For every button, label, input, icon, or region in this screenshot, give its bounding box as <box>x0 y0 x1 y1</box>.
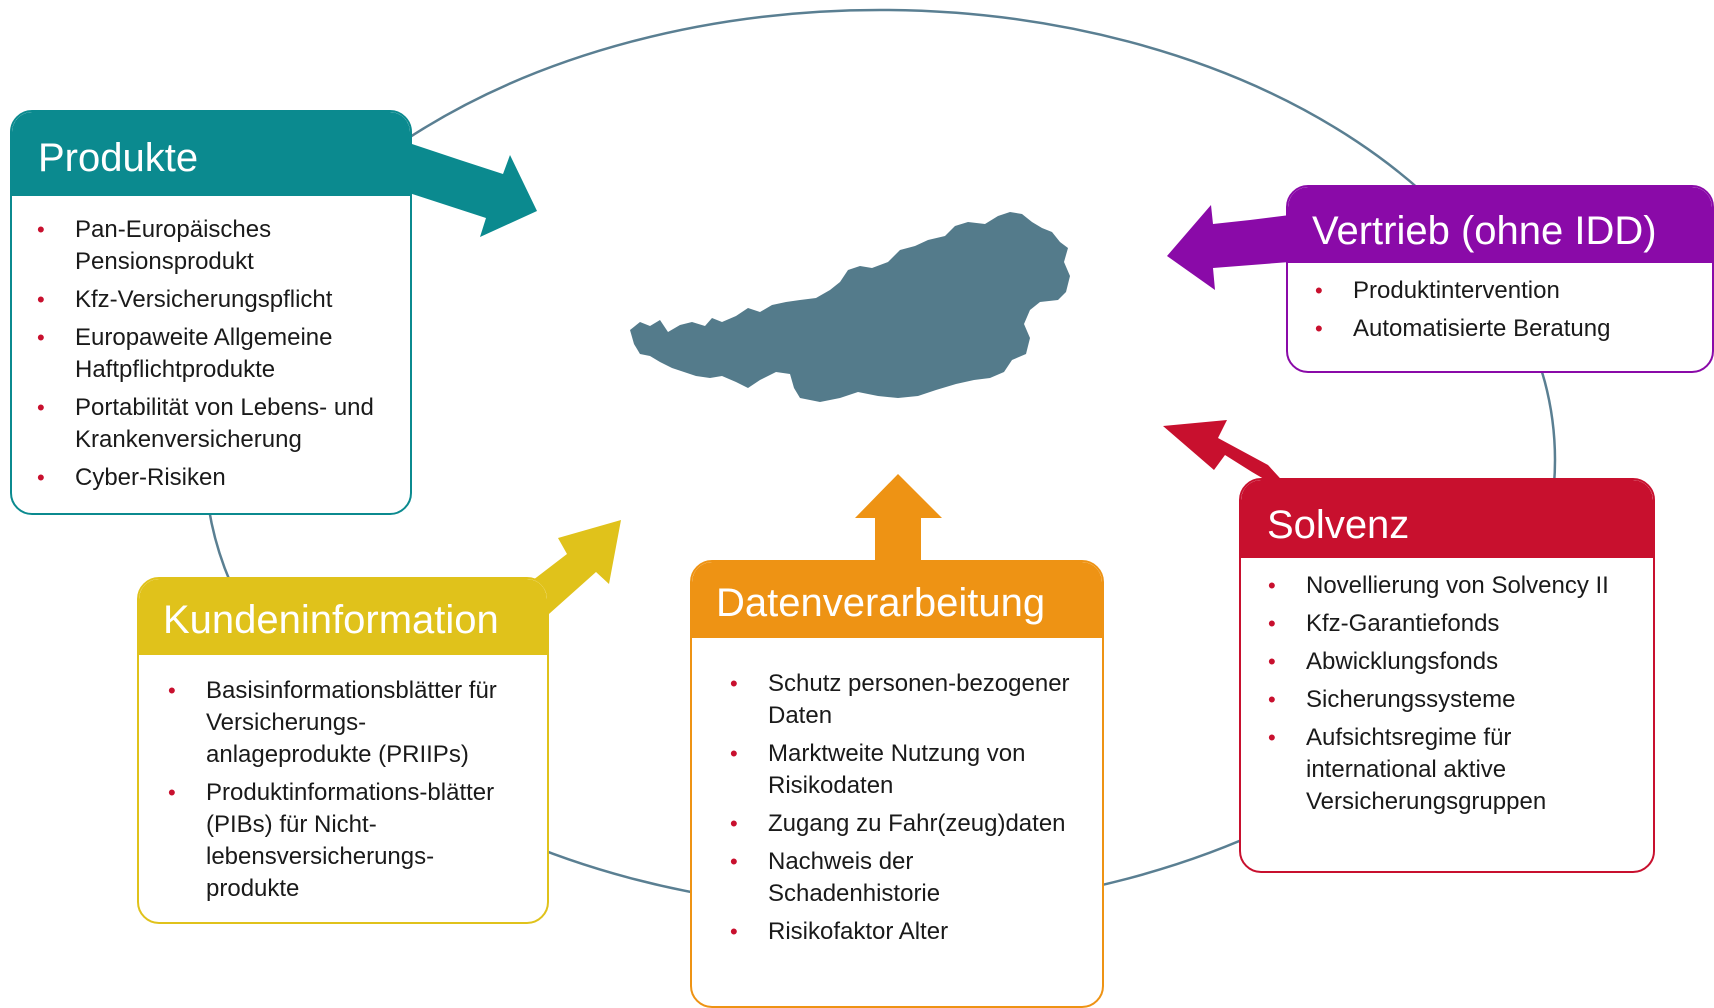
list-item: Aufsichtsregime für international aktive… <box>1268 722 1633 818</box>
solvenz-box: Solvenz Novellierung von Solvency II Kfz… <box>1239 478 1655 873</box>
solvenz-list: Novellierung von Solvency II Kfz-Garanti… <box>1241 558 1653 818</box>
list-item: Risikofaktor Alter <box>730 916 1082 948</box>
list-item: Kfz-Versicherungspflicht <box>37 284 396 316</box>
list-item: Produktintervention <box>1315 275 1702 307</box>
vertrieb-arrow <box>1167 205 1290 290</box>
list-item: Abwicklungsfonds <box>1268 646 1633 678</box>
kundeninformation-list: Basisinformationsblätter für Versicherun… <box>139 655 547 905</box>
list-item: Cyber-Risiken <box>37 462 396 494</box>
kundeninformation-title: Kundeninformation <box>139 579 547 655</box>
list-item: Marktweite Nutzung von Risikodaten <box>730 738 1082 802</box>
datenverarbeitung-title: Datenverarbeitung <box>692 562 1102 638</box>
list-item: Novellierung von Solvency II <box>1268 570 1633 602</box>
produkte-box: Produkte Pan-Europäisches Pensionsproduk… <box>10 110 412 515</box>
produkte-list: Pan-Europäisches Pensionsprodukt Kfz-Ver… <box>12 196 410 494</box>
datenverarbeitung-list: Schutz personen-bezogener Daten Marktwei… <box>692 638 1102 948</box>
vertrieb-box: Vertrieb (ohne IDD) Produktintervention … <box>1286 185 1714 373</box>
produkte-title: Produkte <box>12 112 410 196</box>
list-item: Zugang zu Fahr(zeug)daten <box>730 808 1082 840</box>
vertrieb-title: Vertrieb (ohne IDD) <box>1288 187 1712 263</box>
list-item: Schutz personen-bezogener Daten <box>730 668 1082 732</box>
list-item: Portabilität von Lebens- und Krankenvers… <box>37 392 396 456</box>
list-item: Sicherungssysteme <box>1268 684 1633 716</box>
list-item: Nachweis der Schadenhistorie <box>730 846 1082 910</box>
vertrieb-list: Produktintervention Automatisierte Berat… <box>1288 263 1712 345</box>
list-item: Kfz-Garantiefonds <box>1268 608 1633 640</box>
list-item: Europaweite Allgemeine Haftpflichtproduk… <box>37 322 396 386</box>
list-item: Basisinformationsblätter für Versicherun… <box>168 675 527 771</box>
datenverarbeitung-arrow <box>855 474 942 562</box>
austria-map-icon <box>630 212 1070 402</box>
list-item: Pan-Europäisches Pensionsprodukt <box>37 214 396 278</box>
kundeninformation-box: Kundeninformation Basisinformationsblätt… <box>137 577 549 924</box>
list-item: Produktinformations-blätter (PIBs) für N… <box>168 777 527 905</box>
solvenz-title: Solvenz <box>1241 480 1653 558</box>
list-item: Automatisierte Beratung <box>1315 313 1702 345</box>
produkte-arrow <box>400 140 537 237</box>
datenverarbeitung-box: Datenverarbeitung Schutz personen-bezoge… <box>690 560 1104 1008</box>
